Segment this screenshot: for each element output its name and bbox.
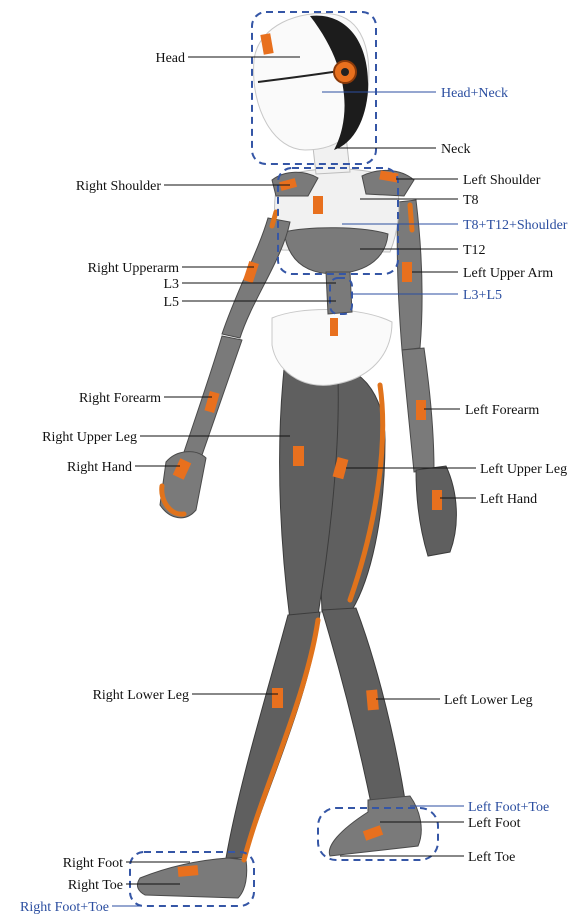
mannequin-figure (137, 13, 456, 898)
label-t8-t12-shoulder: T8+T12+Shoulder (463, 218, 568, 233)
right-foot-shape (137, 858, 246, 898)
label-left-foot-toe: Left Foot+Toe (468, 800, 549, 815)
sensor-left-lower-leg (366, 690, 379, 711)
label-right-shoulder: Right Shoulder (76, 179, 162, 194)
label-head-neck: Head+Neck (441, 86, 508, 101)
label-l5: L5 (163, 295, 179, 310)
label-right-upperarm: Right Upperarm (88, 261, 179, 276)
label-right-hand: Right Hand (67, 460, 132, 475)
label-left-upper-arm: Left Upper Arm (463, 266, 553, 281)
right-lower-leg-shape (226, 612, 320, 858)
sensor-t8 (313, 196, 323, 214)
label-right-toe: Right Toe (68, 878, 123, 893)
label-right-foot: Right Foot (63, 856, 123, 871)
left-hand-shape (416, 466, 456, 556)
label-t8: T8 (463, 193, 479, 208)
sensor-right-foot (178, 865, 199, 877)
label-head: Head (155, 51, 185, 66)
sensor-right-lower-leg (272, 688, 283, 708)
label-left-forearm: Left Forearm (465, 403, 539, 418)
label-left-hand: Left Hand (480, 492, 537, 507)
label-right-upper-leg: Right Upper Leg (42, 430, 137, 445)
label-left-upper-leg: Left Upper Leg (480, 462, 567, 477)
label-l3: L3 (163, 277, 179, 292)
label-left-foot: Left Foot (468, 816, 521, 831)
label-left-toe: Left Toe (468, 850, 515, 865)
left-arm-edge (410, 205, 412, 230)
label-right-lower-leg: Right Lower Leg (93, 688, 189, 703)
sensor-left-forearm (416, 400, 426, 420)
left-lower-leg-shape (322, 608, 405, 808)
sensor-right-upper-leg (293, 446, 304, 466)
sensor-left-upper-arm (402, 262, 412, 282)
label-neck: Neck (441, 142, 471, 157)
sensor-left-hand (432, 490, 442, 510)
ear-center (341, 68, 349, 76)
label-left-shoulder: Left Shoulder (463, 173, 541, 188)
sensor-l5 (330, 318, 338, 336)
left-foot-shape (329, 796, 421, 856)
label-t12: T12 (463, 243, 486, 258)
torso-lower-shape (284, 228, 388, 274)
label-l3-l5: L3+L5 (463, 288, 502, 303)
label-right-forearm: Right Forearm (79, 391, 161, 406)
label-left-lower-leg: Left Lower Leg (444, 693, 533, 708)
label-right-foot-toe: Right Foot+Toe (20, 900, 109, 915)
